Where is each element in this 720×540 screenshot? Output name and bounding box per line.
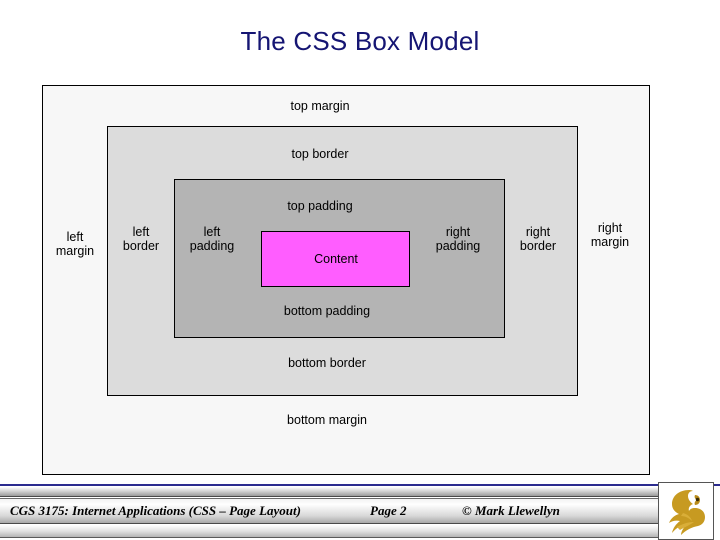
ucf-pegasus-logo bbox=[658, 482, 714, 540]
footer-copyright: © Mark Llewellyn bbox=[462, 503, 560, 518]
footer-page-number: Page 2 bbox=[370, 503, 407, 518]
label-top-padding: top padding bbox=[287, 199, 353, 213]
page-title: The CSS Box Model bbox=[240, 26, 480, 56]
label-right-border: right border bbox=[519, 225, 557, 253]
border-box bbox=[107, 126, 578, 396]
label-left-border: left border bbox=[122, 225, 160, 253]
pegasus-icon bbox=[669, 490, 705, 535]
label-right-padding: right padding bbox=[435, 225, 481, 253]
label-left-margin: left margin bbox=[55, 230, 95, 258]
label-top-margin: top margin bbox=[290, 99, 350, 113]
footer-bar-lower bbox=[0, 525, 690, 538]
label-right-margin: right margin bbox=[590, 221, 630, 249]
label-content: Content bbox=[314, 252, 358, 266]
label-left-padding: left padding bbox=[189, 225, 235, 253]
footer-bar-upper bbox=[0, 487, 690, 497]
footer-bar-main bbox=[0, 498, 690, 524]
footer-accent-line bbox=[0, 484, 720, 486]
slide-footer: CGS 3175: Internet Applications (CSS – P… bbox=[0, 482, 720, 540]
footer-course-text: CGS 3175: Internet Applications (CSS – P… bbox=[10, 503, 301, 518]
content-box bbox=[261, 231, 410, 287]
padding-box bbox=[174, 179, 505, 338]
margin-box bbox=[42, 85, 650, 475]
label-top-border: top border bbox=[291, 147, 349, 161]
label-bottom-padding: bottom padding bbox=[283, 304, 371, 318]
label-bottom-border: bottom border bbox=[288, 356, 366, 370]
label-bottom-margin: bottom margin bbox=[287, 413, 367, 427]
